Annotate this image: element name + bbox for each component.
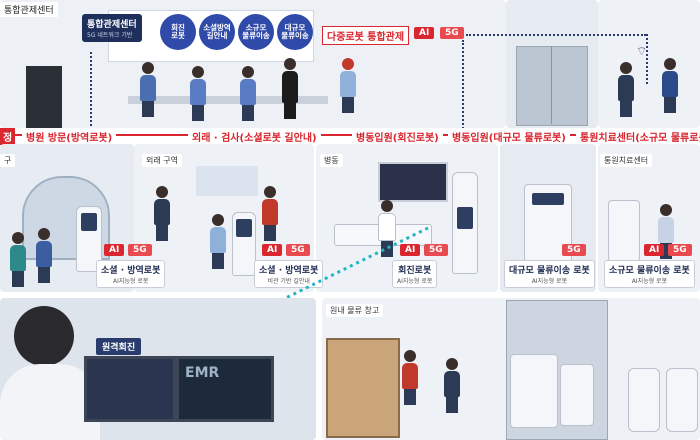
operator-4 xyxy=(282,58,298,119)
fiveg-badge-2: 5G xyxy=(286,244,310,256)
fiveg-badge-3: 5G xyxy=(424,244,448,256)
fiveg-badge-1: 5G xyxy=(128,244,152,256)
visitor-walking xyxy=(36,228,52,283)
video-call-screen xyxy=(378,162,448,202)
remote-rounding-panel: 원격회진 EMR xyxy=(0,298,316,440)
flow-label-ward-rounding: 병동입원(회진로봇) xyxy=(352,128,443,145)
robot-tag-sub: AI지능형 로봇 xyxy=(531,278,568,285)
outpatient-person-3 xyxy=(262,186,278,241)
flow-label-ward-logistics: 병동입원(대규모 물류로봇) xyxy=(448,128,570,145)
circle-rounding-robot: 회진 로봇 xyxy=(160,14,196,50)
robot-tag-sub: AI지능형 로봇 xyxy=(631,278,668,285)
ai-badge-1: AI xyxy=(104,244,125,256)
robot-tag-social: 소셜 · 방역로봇 비관 기반 길안내 xyxy=(254,260,324,288)
robot-tag-small-logistics: 소규모 물류이송 로봇 AI지능형 로봇 xyxy=(604,260,695,288)
robot-tag-title: 소셜 · 방역로봇 xyxy=(259,266,319,276)
operator-1 xyxy=(140,62,156,117)
flow-label-center-logistics: 통원치료센터(소규모 물류로봇) xyxy=(576,128,700,145)
door xyxy=(26,66,62,128)
robot-tag-sub: 비관 기반 길안내 xyxy=(267,278,310,285)
robot-tag-title: 소셜 · 방역로봇 xyxy=(101,266,161,276)
flow-label-visit: 병원 방문(방역로봇) xyxy=(22,128,117,145)
robot-tag-rounding: 회진로봇 AI지능형 로봇 xyxy=(392,260,438,288)
circle-small-logistics: 소규모 물류이송 xyxy=(238,14,274,50)
wifi-icon: ⌔ xyxy=(636,44,648,58)
robot-tag-sub: AI지능형 로봇 xyxy=(112,278,149,285)
warehouse-robot-1 xyxy=(510,354,558,428)
remote-rounding-label: 원격회진 xyxy=(96,338,142,355)
robot-tag-disinfection: 소셜 · 방역로봇 AI지능형 로봇 xyxy=(96,260,166,288)
control-line-right xyxy=(646,34,648,84)
control-line-left xyxy=(90,52,92,202)
elevator-split xyxy=(551,46,552,124)
robot-tag-title: 대규모 물류이송 로봇 xyxy=(509,266,590,276)
control-center-sign: 통합관제센터 5G 네트워크 기반 xyxy=(82,14,142,42)
fiveg-badge-4: 5G xyxy=(562,244,586,256)
staff-panel: ⌔ xyxy=(598,0,700,128)
warehouse-robot-4 xyxy=(666,368,698,432)
robot-tag-large-logistics: 대규모 물류이송 로봇 AI지능형 로봇 xyxy=(504,260,595,288)
rounding-robot xyxy=(452,172,478,274)
emr-text: EMR xyxy=(185,365,220,381)
fiveg-badge-5: 5G xyxy=(668,244,692,256)
fiveg-badge-control: 5G xyxy=(440,27,464,39)
warehouse-worker-1 xyxy=(402,350,418,405)
operator-2 xyxy=(190,66,206,121)
area-label-outpatient: 외래 구역 xyxy=(142,154,182,167)
flow-label-outpatient: 외래 · 검사(소셜로봇 길안내) xyxy=(188,128,321,145)
ai-badge-control: AI xyxy=(414,27,435,39)
warehouse-robot-3 xyxy=(628,368,660,432)
ai-badge-3: AI xyxy=(400,244,421,256)
outpatient-person-2 xyxy=(210,214,226,269)
robot-tag-title: 소규모 물류이송 로봇 xyxy=(609,266,690,276)
patient-wheelchair xyxy=(10,232,26,287)
nurse-figure xyxy=(662,58,678,113)
flow-bar xyxy=(0,134,700,136)
outpatient-person-1 xyxy=(154,186,170,241)
robot-tag-sub: AI지능형 로봇 xyxy=(397,278,433,285)
area-label-outpatient-center: 통원치료센터 xyxy=(600,154,653,167)
operator-3 xyxy=(240,66,256,121)
control-desk xyxy=(128,96,328,104)
emr-monitor: EMR xyxy=(176,356,274,422)
warehouse-robot-2 xyxy=(560,364,594,426)
control-sign-title: 통합관제센터 xyxy=(87,20,137,30)
storage-shelf xyxy=(326,338,400,438)
ward-panel: 병동 xyxy=(316,144,498,292)
entrance-panel: 구 xyxy=(0,144,134,292)
small-logistics-robot xyxy=(608,200,640,262)
flow-left-fragment: 정 xyxy=(0,128,16,145)
doctor-coat xyxy=(0,364,100,440)
circle-large-logistics: 대규모 물류이송 xyxy=(277,14,313,50)
control-line-top xyxy=(466,34,646,36)
area-label-gu: 구 xyxy=(0,154,16,167)
ai-badge-2: AI xyxy=(262,244,283,256)
operator-5 xyxy=(340,58,356,113)
doctor-silhouette xyxy=(14,306,74,366)
video-conference-monitor xyxy=(84,356,176,422)
ward-doctor xyxy=(378,200,396,257)
doctor-figure xyxy=(618,62,634,117)
area-label-ward: 병동 xyxy=(320,154,343,167)
area-label-warehouse: 원내 물류 창고 xyxy=(326,304,384,317)
social-robot xyxy=(232,212,256,276)
robot-tag-title: 회진로봇 xyxy=(398,266,432,276)
control-center-title: 통합관제센터 xyxy=(0,2,58,17)
control-center-panel: 통합관제센터 통합관제센터 5G 네트워크 기반 회진 로봇 소셜방역 길안내 … xyxy=(0,0,506,128)
emr-wall-screen xyxy=(196,166,258,196)
circle-social-guide: 소셜방역 길안내 xyxy=(199,14,235,50)
elevator-door xyxy=(516,46,588,126)
control-sign-sub: 5G 네트워크 기반 xyxy=(87,32,133,39)
remote-link-line xyxy=(171,226,429,356)
elevator-panel xyxy=(506,0,598,128)
control-line-mid xyxy=(462,40,464,140)
multi-robot-control-label: 다중로봇 통합관제 xyxy=(322,26,410,45)
warehouse-panel: 원내 물류 창고 xyxy=(322,298,700,440)
ai-badge-5: AI xyxy=(644,244,665,256)
warehouse-worker-2 xyxy=(444,358,460,413)
